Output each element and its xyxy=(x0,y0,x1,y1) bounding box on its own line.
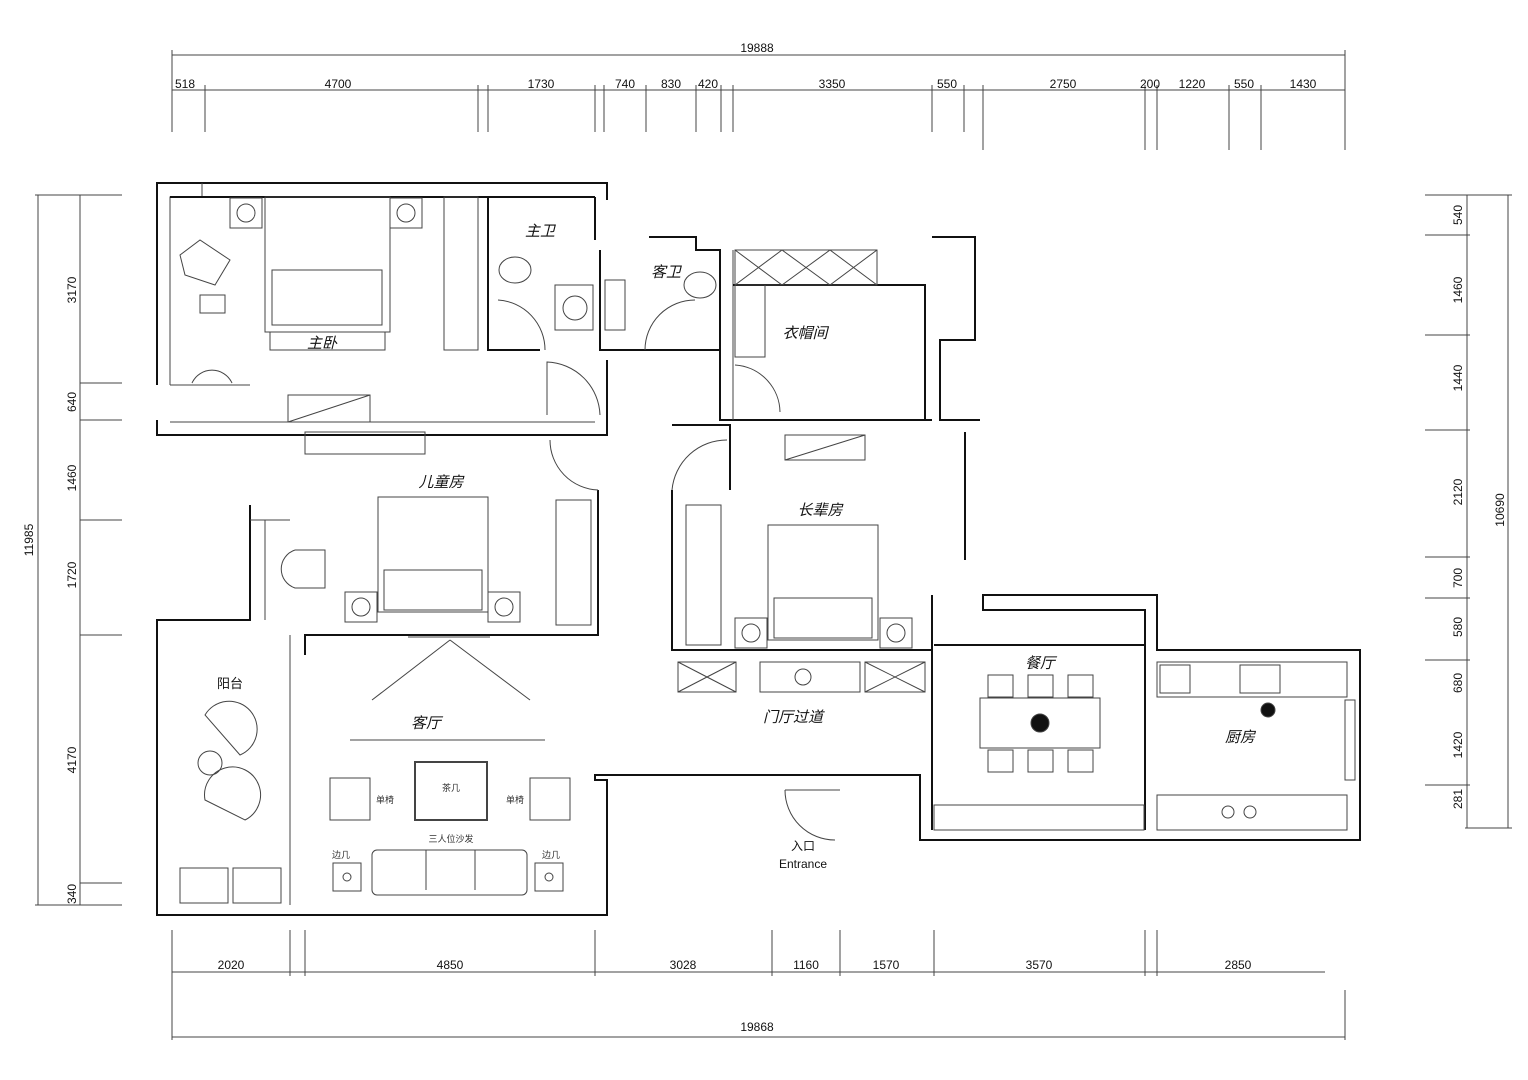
dim-top: 420 xyxy=(698,77,718,91)
label-guest-bath: 客卫 xyxy=(651,263,682,281)
dim-right-total: 10690 xyxy=(1493,493,1507,527)
sofa xyxy=(371,849,528,896)
label-master-bedroom: 主卧 xyxy=(307,334,338,352)
dim-right: 580 xyxy=(1451,617,1465,637)
dim-top: 830 xyxy=(661,77,681,91)
dim-top: 1220 xyxy=(1179,77,1206,91)
label-coffee-table: 茶几 xyxy=(442,782,460,794)
label-master-bath: 主卫 xyxy=(525,222,556,240)
label-cloakroom: 衣帽间 xyxy=(782,324,829,342)
dim-bottom: 3028 xyxy=(670,958,697,972)
armchair-right xyxy=(529,777,571,821)
left-dimensions: 11985 3170 640 1460 1720 4170 340 xyxy=(22,194,122,906)
dim-top: 740 xyxy=(615,77,635,91)
coffee-table xyxy=(414,761,488,821)
armchair-left xyxy=(329,777,371,821)
dim-top: 518 xyxy=(175,77,195,91)
dim-left: 340 xyxy=(65,884,79,904)
walls xyxy=(156,182,1361,916)
dim-bottom: 4850 xyxy=(437,958,464,972)
label-balcony: 阳台 xyxy=(217,677,243,692)
dim-right: 540 xyxy=(1451,205,1465,225)
dim-left: 4170 xyxy=(65,746,79,773)
doors xyxy=(371,299,840,841)
dim-top: 4700 xyxy=(325,77,352,91)
dim-right: 1460 xyxy=(1451,276,1465,303)
label-sofa: 三人位沙发 xyxy=(428,833,473,845)
dim-top: 550 xyxy=(937,77,957,91)
dim-left: 640 xyxy=(65,392,79,412)
dim-bottom: 3570 xyxy=(1026,958,1053,972)
dim-top: 3350 xyxy=(819,77,846,91)
dim-top: 1430 xyxy=(1290,77,1317,91)
dim-bottom: 2020 xyxy=(218,958,245,972)
label-side-table-right: 边几 xyxy=(542,850,560,861)
dim-right: 1420 xyxy=(1451,731,1465,758)
dim-left-total: 11985 xyxy=(22,523,36,556)
label-kids-room: 儿童房 xyxy=(418,473,465,491)
dim-top: 1730 xyxy=(528,77,555,91)
dim-top: 2750 xyxy=(1050,77,1077,91)
label-armchair-left: 单椅 xyxy=(376,794,394,806)
dim-top: 200 xyxy=(1140,77,1160,91)
dim-left: 1460 xyxy=(65,464,79,491)
kids-wardrobe xyxy=(555,499,592,626)
room-labels: 主卧 主卫 客卫 衣帽间 儿童房 长辈房 阳台 客厅 门厅过道 餐厅 厨房 入口… xyxy=(217,222,1257,871)
dim-right: 281 xyxy=(1451,789,1465,809)
elder-wardrobe xyxy=(685,504,722,646)
right-dimensions: 540 1460 1440 2120 700 580 680 1420 281 … xyxy=(1425,194,1512,829)
elder-bed xyxy=(767,524,879,641)
bottom-dimensions: 2020 4850 3028 1160 1570 3570 2850 19868 xyxy=(171,930,1346,1040)
dim-right: 700 xyxy=(1451,568,1465,588)
dim-right: 680 xyxy=(1451,673,1465,693)
label-foyer: 门厅过道 xyxy=(763,708,825,726)
label-entrance-cn: 入口 xyxy=(791,839,815,853)
master-bed xyxy=(264,196,391,333)
dim-bottom: 1160 xyxy=(793,958,819,972)
dim-bottom-total: 19868 xyxy=(740,1020,774,1034)
dim-right: 2120 xyxy=(1451,478,1465,505)
label-elder-room: 长辈房 xyxy=(797,501,844,519)
label-kitchen: 厨房 xyxy=(1225,728,1257,746)
dim-bottom: 1570 xyxy=(873,958,900,972)
dim-left: 3170 xyxy=(65,276,79,303)
dining-table xyxy=(979,697,1101,749)
dim-right: 1440 xyxy=(1451,364,1465,391)
furniture xyxy=(170,196,1356,904)
label-armchair-right: 单椅 xyxy=(506,794,524,806)
top-dimensions: 19888 518 4700 1730 740 830 420 3350 550… xyxy=(171,41,1346,150)
label-living-room: 客厅 xyxy=(411,714,444,732)
label-dining: 餐厅 xyxy=(1025,654,1058,672)
master-wardrobe xyxy=(443,196,479,351)
dim-top: 550 xyxy=(1234,77,1254,91)
dim-left: 1720 xyxy=(65,561,79,588)
label-entrance-en: Entrance xyxy=(779,857,827,871)
kids-bed xyxy=(377,496,489,613)
dim-top-total: 19888 xyxy=(740,41,774,55)
label-side-table-left: 边几 xyxy=(332,850,350,861)
dim-bottom: 2850 xyxy=(1225,958,1252,972)
